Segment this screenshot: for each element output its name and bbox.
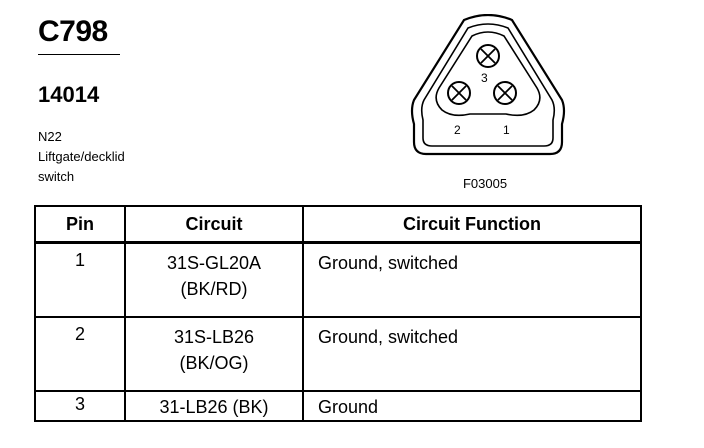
circuit-color: (BK/OG) xyxy=(179,353,249,373)
table-row: 3 31-LB26 (BK) Ground xyxy=(34,390,642,422)
description-line: Liftgate/decklid xyxy=(38,149,125,164)
figure-code: F03005 xyxy=(462,176,508,191)
pin-label-2: 2 xyxy=(454,123,461,137)
column-header-pin: Pin xyxy=(34,205,126,244)
terminal-2 xyxy=(447,81,471,105)
table-header-row: Pin Circuit Circuit Function xyxy=(34,205,642,244)
circuit-cell: 31S-GL20A (BK/RD) xyxy=(124,241,304,318)
terminal-1 xyxy=(493,81,517,105)
column-header-circuit: Circuit xyxy=(124,205,304,244)
function-cell: Ground xyxy=(302,390,642,422)
connector-id: C798 xyxy=(38,15,108,48)
pin-cell: 3 xyxy=(34,390,126,422)
pin-circuit-table: Pin Circuit Circuit Function 1 31S-GL20A… xyxy=(34,205,642,422)
pin-label-3: 3 xyxy=(481,71,488,85)
terminal-3 xyxy=(476,44,500,68)
pin-cell: 2 xyxy=(34,316,126,392)
table-row: 2 31S-LB26 (BK/OG) Ground, switched xyxy=(34,316,642,392)
circuit-number: 31S-GL20A xyxy=(166,253,262,273)
pin-cell: 1 xyxy=(34,241,126,318)
circuit-cell: 31S-LB26 (BK/OG) xyxy=(124,316,304,392)
part-number: 14014 xyxy=(38,82,100,107)
description-line: switch xyxy=(38,169,75,184)
circuit-color: (BK/RD) xyxy=(180,279,248,299)
connector-face-diagram: 3 2 1 xyxy=(410,14,566,156)
circuit-number: 31S-LB26 xyxy=(173,327,255,347)
column-header-function: Circuit Function xyxy=(302,205,642,244)
terminal-cavity-outline xyxy=(435,31,541,117)
circuit-cell: 31-LB26 (BK) xyxy=(124,390,304,422)
connector-id-underline xyxy=(38,54,120,55)
circuit-number: 31-LB26 (BK) xyxy=(159,397,269,417)
description-line: N22 xyxy=(38,129,62,144)
table-row: 1 31S-GL20A (BK/RD) Ground, switched xyxy=(34,241,642,318)
connector-inner-housing xyxy=(420,23,556,147)
connector-description: N22 Liftgate/decklid switch xyxy=(38,127,125,187)
pin-label-1: 1 xyxy=(503,123,510,137)
function-cell: Ground, switched xyxy=(302,241,642,318)
function-cell: Ground, switched xyxy=(302,316,642,392)
connector-outer-housing xyxy=(410,14,566,156)
